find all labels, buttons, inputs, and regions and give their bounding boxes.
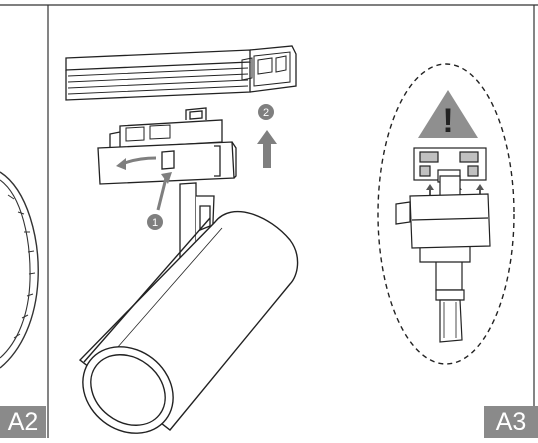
callout-2-number: 2 xyxy=(263,107,269,119)
callout-1-pointer xyxy=(156,177,168,211)
detail-adapter xyxy=(395,175,491,291)
lift-arrow-shaft xyxy=(263,142,271,168)
detail-callout-ellipse xyxy=(377,63,515,365)
spotlight-body xyxy=(78,210,299,434)
warning-triangle xyxy=(418,90,478,138)
detail-stem xyxy=(435,289,465,343)
lift-arrow-head xyxy=(257,130,277,144)
panel-label-a3: A3 xyxy=(484,406,538,438)
warning-symbol: ! xyxy=(442,102,453,140)
detail-track-connector xyxy=(413,147,487,183)
track-rail xyxy=(65,45,297,101)
callout-2-circle xyxy=(258,104,274,120)
callout-1-number: 1 xyxy=(152,217,158,229)
callout-1-circle xyxy=(147,214,163,230)
panel-label-a2: A2 xyxy=(0,406,46,438)
track-adapter xyxy=(97,107,237,185)
ring-fragment xyxy=(0,171,39,369)
slide-arrow-head xyxy=(116,158,126,170)
